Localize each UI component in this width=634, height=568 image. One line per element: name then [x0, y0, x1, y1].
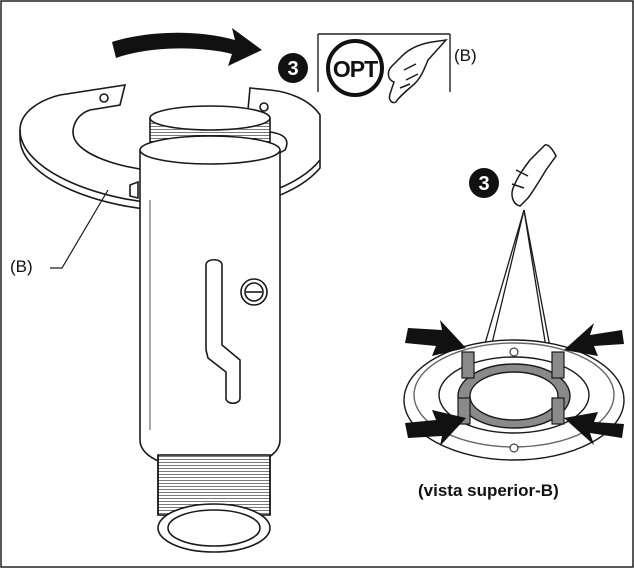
opt-badge: OPT: [326, 39, 384, 97]
inner-ring: [457, 347, 571, 453]
label-b-top: (B): [454, 46, 477, 65]
step-number-top: 3: [287, 58, 298, 80]
rotate-arrow-icon: [112, 28, 262, 66]
leader-line-b: [50, 189, 109, 269]
step-badge-right: 3: [469, 168, 499, 198]
press-arrow-icon: [405, 320, 624, 446]
hand-pinch-icon: [387, 38, 448, 104]
label-b-left: (B): [10, 257, 33, 276]
step-number-right: 3: [478, 173, 489, 195]
top-view-caption: (vista superior-B): [418, 481, 559, 500]
hand-pinch-icon-right: [511, 144, 557, 207]
pipe-body: [129, 105, 281, 553]
opt-badge-text: OPT: [333, 56, 378, 82]
step-badge-top: 3: [278, 53, 308, 83]
